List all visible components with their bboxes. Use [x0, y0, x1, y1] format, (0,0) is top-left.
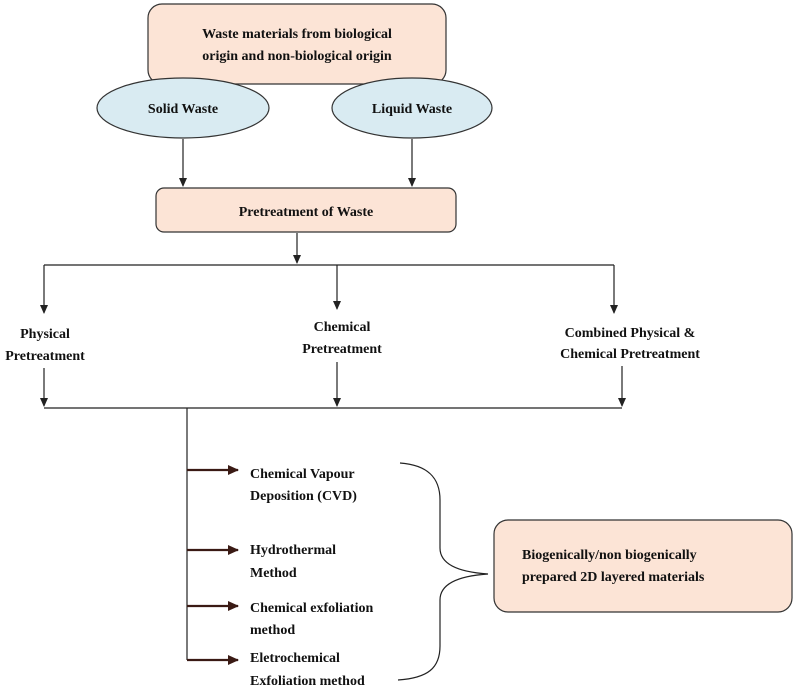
solid-waste-ellipse [96, 77, 270, 139]
liquid-waste-ellipse [331, 77, 493, 139]
result-label-line1: Biogenically/non biogenically [522, 548, 697, 563]
hydrothermal-label-line1: Hydrothermal [250, 543, 336, 558]
chemical-label-line1: Chemical [314, 320, 371, 335]
electrochemical-label-line2: Exfoliation method [250, 674, 365, 688]
chemical-exfoliation-label-line2: method [250, 623, 295, 638]
combined-label-line2: Chemical Pretreatment [560, 347, 700, 362]
pretreatment-label: Pretreatment of Waste [239, 205, 374, 220]
liquid-waste-label: Liquid Waste [372, 102, 452, 117]
source-label-line2: origin and non-biological origin [202, 49, 392, 64]
hydrothermal-label-line2: Method [250, 566, 297, 581]
result-label-line2: prepared 2D layered materials [522, 570, 705, 585]
cvd-label-line1: Chemical Vapour [250, 467, 355, 482]
result-box [493, 519, 793, 613]
cvd-label-line2: Deposition (CVD) [250, 489, 357, 504]
solid-waste-label: Solid Waste [148, 102, 218, 117]
physical-label-line1: Physical [20, 327, 70, 342]
electrochemical-label-line1: Eletrochemical [250, 651, 340, 666]
source-box [147, 3, 447, 85]
chemical-exfoliation-label-line1: Chemical exfoliation [250, 601, 373, 616]
grouping-brace [397, 462, 489, 681]
source-label-line1: Waste materials from biological [202, 27, 392, 42]
chemical-label-line2: Pretreatment [302, 342, 382, 357]
combined-label-line1: Combined Physical & [565, 326, 696, 341]
pretreatment-box [155, 187, 457, 233]
physical-label-line2: Pretreatment [5, 349, 85, 364]
